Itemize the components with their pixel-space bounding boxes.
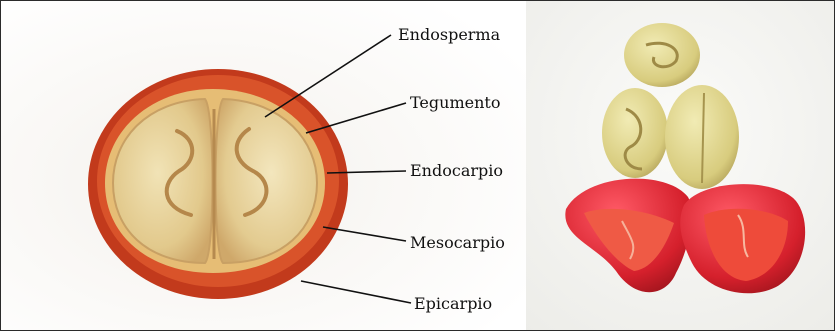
- beans-photo-panel: [526, 1, 834, 330]
- label-mesocarpio: Mesocarpio: [410, 234, 505, 252]
- middle-left-bean: [602, 88, 668, 178]
- label-endosperma: Endosperma: [398, 26, 500, 44]
- top-bean: [624, 23, 700, 87]
- label-endocarpio: Endocarpio: [410, 162, 503, 180]
- beans-photo-illustration: [526, 1, 834, 330]
- label-tegumento: Tegumento: [410, 94, 500, 112]
- label-epicarpio: Epicarpio: [414, 295, 492, 313]
- cross-section-panel: Endosperma Tegumento Endocarpio Mesocarp…: [1, 1, 526, 330]
